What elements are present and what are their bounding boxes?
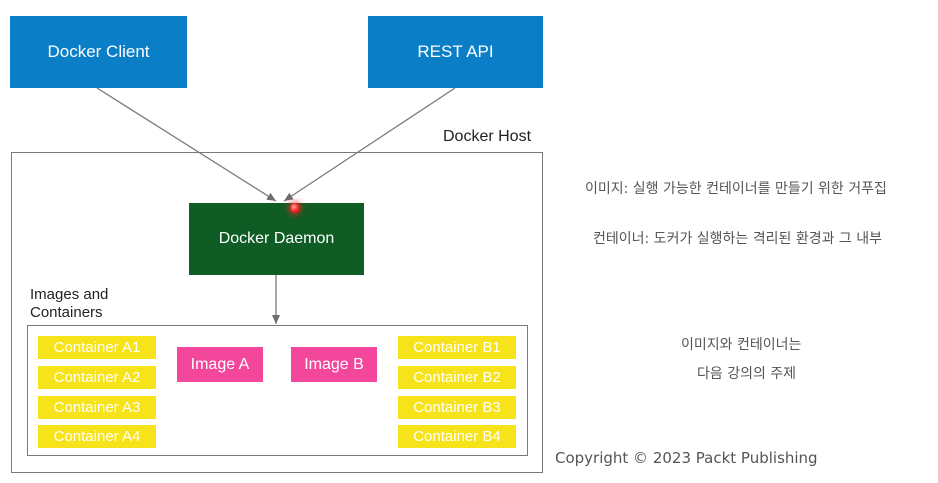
container-a4-label: Container A4 [53,428,141,445]
rest-api-box: REST API [368,16,543,88]
container-b3: Container B3 [398,396,516,419]
docker-client-label: Docker Client [47,42,150,61]
topic-note-line2: 다음 강의의 주제 [697,366,797,382]
container-a1: Container A1 [38,336,156,359]
docker-daemon-box: Docker Daemon [189,203,364,275]
container-a2-label: Container A2 [53,369,141,386]
images-and-containers-label: Images and Containers [30,286,109,321]
docker-host-frame [11,152,543,473]
container-b3-label: Container B3 [413,399,501,416]
container-b4: Container B4 [398,425,516,448]
container-a4: Container A4 [38,425,156,448]
container-b4-label: Container B4 [413,428,501,445]
docker-host-label: Docker Host [443,128,532,145]
images-containers-frame [27,325,528,456]
docker-client-box: Docker Client [10,16,187,88]
image-a-label: Image A [190,355,250,373]
container-a3: Container A3 [38,396,156,419]
container-a1-label: Container A1 [53,339,141,356]
image-a-box: Image A [177,347,263,382]
container-b1-label: Container B1 [413,339,501,356]
image-definition-note: 이미지: 실행 가능한 컨테이너를 만들기 위한 거푸집 [585,181,887,197]
container-b2-label: Container B2 [413,369,501,386]
arrow-api-to-daemon [283,87,456,202]
image-b-label: Image B [304,355,364,373]
container-a3-label: Container A3 [53,399,141,416]
image-b-box: Image B [291,347,377,382]
copyright-text: Copyright © 2023 Packt Publishing [555,449,818,467]
cursor-pointer-dot [290,203,300,213]
arrow-client-to-daemon [96,87,277,202]
container-a2: Container A2 [38,366,156,389]
docker-daemon-label: Docker Daemon [218,230,335,247]
rest-api-label: REST API [417,42,494,61]
container-b1: Container B1 [398,336,516,359]
topic-note-line1: 이미지와 컨테이너는 [681,337,802,353]
container-b2: Container B2 [398,366,516,389]
container-definition-note: 컨테이너: 도커가 실행하는 격리된 환경과 그 내부 [593,231,883,247]
